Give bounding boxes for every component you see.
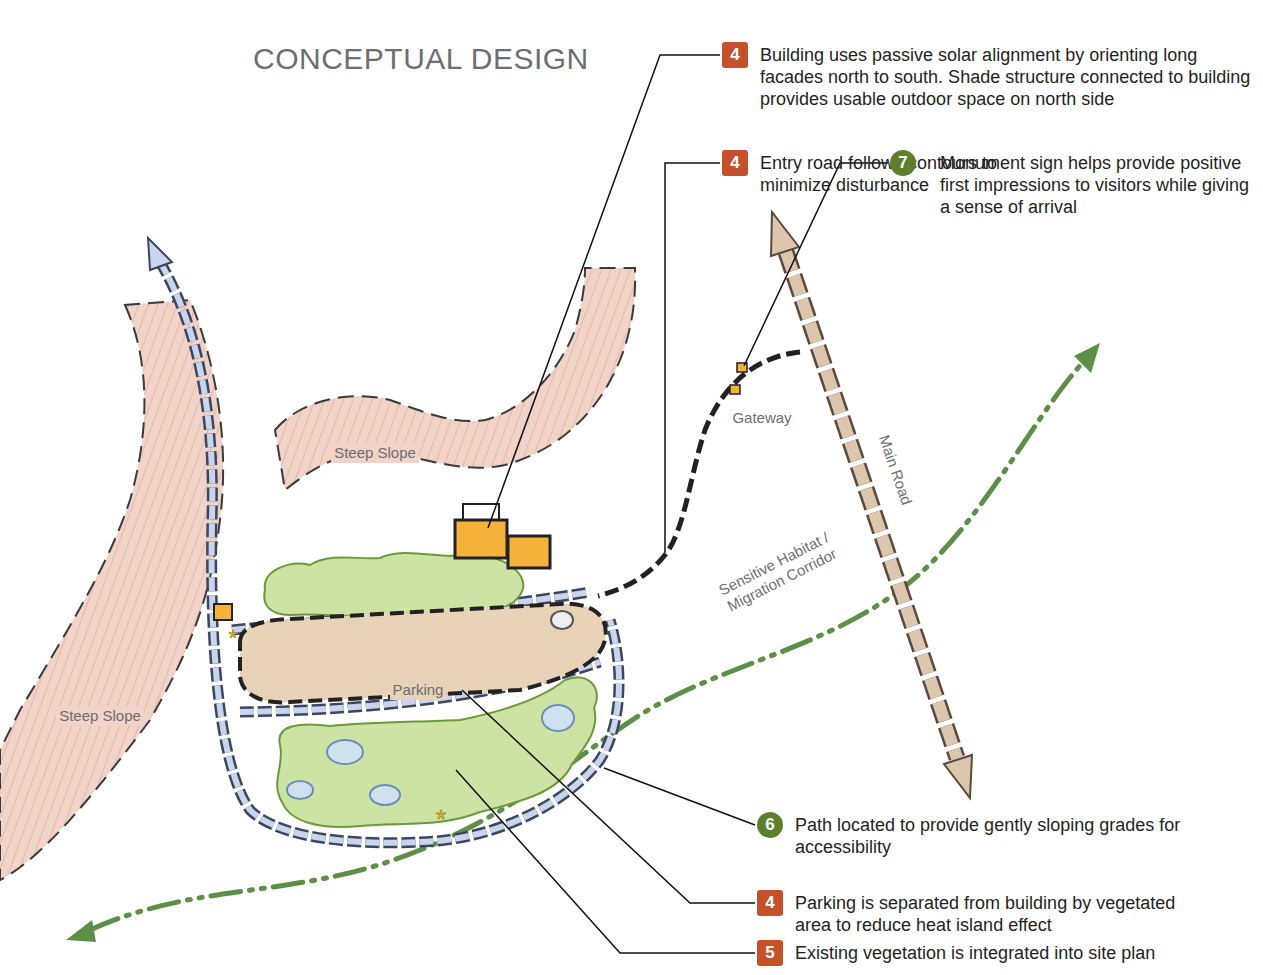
pond [287, 781, 313, 799]
leader-line [456, 770, 755, 953]
main-road-fill [786, 252, 957, 758]
region-label: Steep Slope [331, 443, 419, 463]
trail-fill [160, 262, 619, 843]
callout-number: 5 [757, 940, 783, 966]
callout: 7 Monument sign helps provide positive fi… [890, 152, 1255, 218]
small-structure [214, 604, 232, 620]
pond [542, 705, 574, 731]
callout-number: 4 [722, 150, 748, 176]
parking-lot [240, 604, 606, 703]
callout-text: Building uses passive solar alignment by… [760, 44, 1252, 110]
leader-line [488, 55, 720, 528]
leader-line [604, 768, 755, 825]
callout-text: Parking is separated from building by ve… [795, 892, 1177, 936]
building [508, 536, 550, 568]
callout: 6 Path located to provide gently sloping … [757, 814, 1252, 858]
area-label: Parking [390, 680, 447, 700]
vegetation [264, 553, 523, 616]
place-label: Gateway [729, 408, 794, 428]
building [455, 520, 507, 558]
monument-sign [730, 385, 740, 394]
callout-text: Existing vegetation is integrated into s… [795, 942, 1252, 964]
corridor-label: Sensitive Habitat / Migration Corridor [700, 520, 856, 625]
callout-text: Path located to provide gently sloping g… [795, 814, 1252, 858]
steep-slope-top [275, 268, 635, 490]
asterisk: * [436, 804, 446, 834]
road-arrowhead [944, 755, 972, 798]
trail-arrowhead [148, 238, 172, 270]
callout: 5 Existing vegetation is integrated into … [757, 942, 1252, 964]
turnaround [551, 611, 573, 629]
callout: 4 Building uses passive solar alignment b… [722, 44, 1252, 110]
trail [160, 262, 619, 843]
callout-text: Monument sign helps provide positive fir… [940, 152, 1255, 218]
pond [327, 740, 363, 764]
pond [370, 785, 400, 805]
main-road [786, 252, 957, 758]
corridor-arrowhead [1074, 343, 1100, 373]
road-arrowhead [771, 212, 799, 256]
callout-number: 6 [757, 812, 783, 838]
corridor-arrowhead [66, 920, 96, 942]
callout-number: 4 [757, 890, 783, 916]
callout-number: 4 [722, 42, 748, 68]
callout-number: 7 [890, 150, 916, 176]
steep-slope-left [0, 300, 223, 880]
region-label: Steep Slope [56, 706, 144, 726]
road-label: Main Road [873, 430, 917, 511]
leader-line [665, 163, 720, 553]
leader-line [462, 690, 755, 903]
callout: 4 Parking is separated from building by v… [757, 892, 1177, 936]
diagram-title: CONCEPTUAL DESIGN [253, 42, 589, 76]
habitat-corridor [90, 360, 1085, 930]
asterisk: * [229, 625, 238, 650]
